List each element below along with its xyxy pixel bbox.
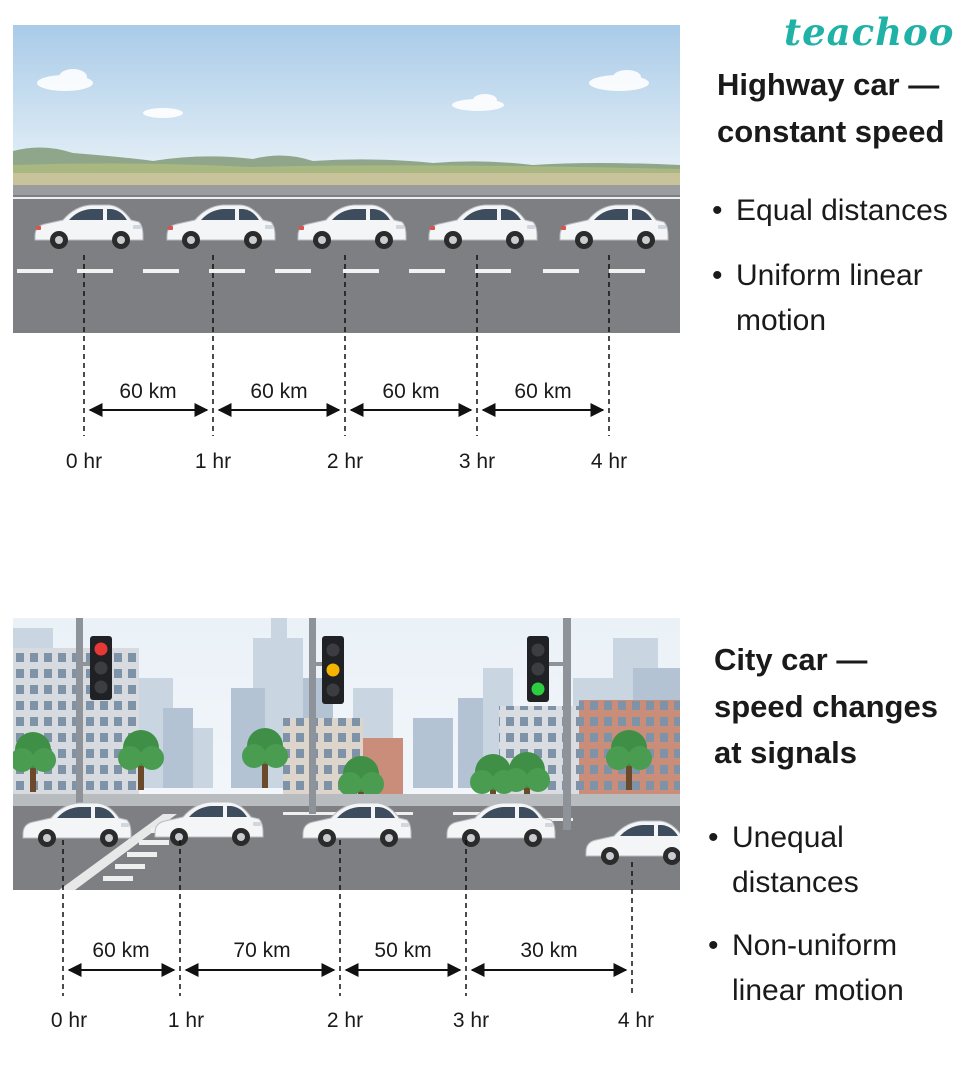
highway-scene bbox=[13, 25, 680, 333]
highway-time-label: 3 hr bbox=[458, 450, 496, 473]
bullet-text: Unequal distances bbox=[732, 821, 859, 899]
highway-time-label: 4 hr bbox=[590, 450, 628, 473]
highway-time-label: 0 hr bbox=[65, 450, 103, 473]
green-signal bbox=[527, 636, 549, 702]
highway-timeline: 60 km 60 km 60 km 60 km 0 hr 1 hr 2 hr 3… bbox=[0, 0, 690, 500]
teachoo-logo: teachoo bbox=[784, 10, 953, 54]
bullet-text: Uniform linear bbox=[736, 259, 923, 292]
bullet-item: Non-uniform linear motion bbox=[708, 923, 953, 1013]
bullet-text: Non-uniform bbox=[732, 929, 898, 962]
city-heading-line: speed changes bbox=[714, 688, 938, 724]
city-time-label: 3 hr bbox=[452, 1009, 490, 1032]
bullet-text: motion bbox=[736, 304, 827, 337]
city-distance-label: 50 km bbox=[370, 939, 436, 963]
highway-distance-label: 60 km bbox=[115, 380, 181, 404]
highway-time-label: 1 hr bbox=[194, 450, 232, 473]
amber-signal bbox=[322, 636, 344, 704]
city-time-label: 2 hr bbox=[326, 1009, 364, 1032]
highway-heading-line: Highway car — bbox=[717, 67, 940, 102]
highway-time-label: 2 hr bbox=[326, 450, 364, 473]
city-time-label: 4 hr bbox=[617, 1009, 655, 1032]
highway-distance-label: 60 km bbox=[378, 380, 444, 404]
highway-distance-label: 60 km bbox=[510, 380, 576, 404]
city-time-label: 0 hr bbox=[50, 1009, 88, 1032]
city-timeline: 60 km 70 km 50 km 30 km 0 hr 1 hr 2 hr 3… bbox=[50, 840, 655, 1032]
bullet-text: Equal distances bbox=[736, 194, 948, 227]
city-distance-label: 70 km bbox=[229, 939, 295, 963]
highway-heading-line: constant speed bbox=[717, 113, 945, 149]
highway-heading: Highway car — constant speed bbox=[717, 62, 944, 155]
city-time-label: 1 hr bbox=[167, 1009, 205, 1032]
highway-distance-label: 60 km bbox=[246, 380, 312, 404]
red-signal bbox=[90, 636, 112, 700]
city-distance-label: 60 km bbox=[88, 939, 154, 963]
bullet-item: Equal distances bbox=[712, 188, 948, 233]
bullet-item: Uniform linear motion bbox=[712, 253, 948, 343]
city-scene bbox=[13, 618, 680, 890]
bullet-text: linear motion bbox=[732, 974, 904, 1007]
city-heading-line: at signals bbox=[714, 735, 857, 770]
highway-bullets: Equal distances Uniform linear motion bbox=[712, 188, 948, 343]
city-distance-label: 30 km bbox=[516, 939, 582, 963]
city-heading: City car — speed changes at signals bbox=[714, 637, 938, 777]
bullet-item: Unequal distances bbox=[708, 815, 953, 905]
city-bullets: Unequal distances Non-uniform linear mot… bbox=[708, 815, 953, 1013]
city-heading-line: City car — bbox=[714, 642, 868, 677]
